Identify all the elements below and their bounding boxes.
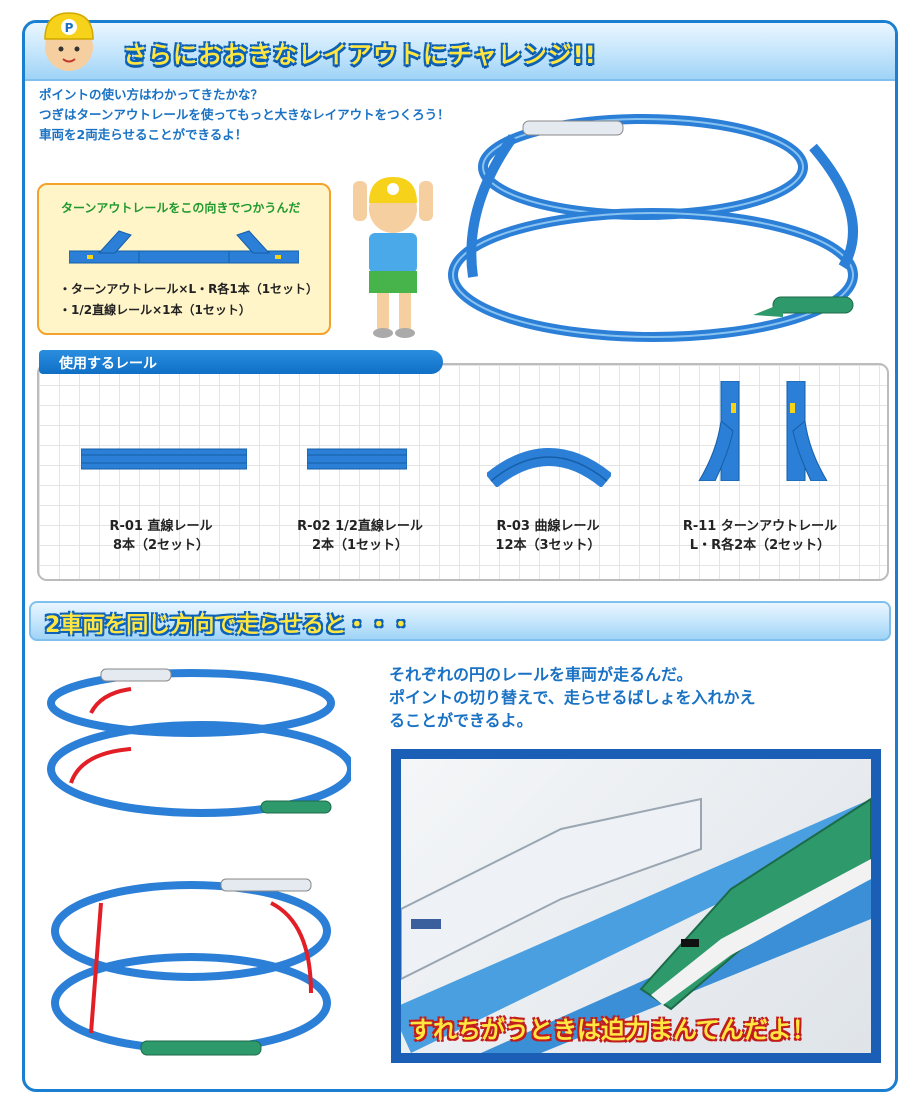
train-photo: すれちがうときは迫力まんてんだよ！	[391, 749, 881, 1063]
description: それぞれの円のレールを車両が走るんだ。 ポイントの切り替えで、走らせるばしょを入…	[389, 663, 889, 732]
banner-title: さらにおおきなレイアウトにチャレンジ!!	[123, 41, 597, 69]
white-train-icon	[220, 878, 312, 892]
list-item: ・1/2直線レール×1本（1セット）	[59, 303, 251, 317]
layout-diagram-a	[47, 668, 351, 817]
green-train-icon	[772, 296, 854, 314]
rail-item-curved: R-03 曲線レール 12本（3セット）	[463, 517, 633, 555]
rail-item-turnout: R-11 ターンアウトレール L・R各2本（2セット）	[647, 517, 873, 555]
photo-scene: すれちがうときは迫力まんてんだよ！	[401, 759, 871, 1053]
layout-diagram-b	[51, 878, 331, 1056]
rail-qty: 2本（1セット）	[311, 538, 409, 553]
bubble-list: ・ターンアウトレール×L・R各1本（1セット） ・1/2直線レール×1本（1セッ…	[59, 279, 318, 321]
half-straight-rail-icon	[307, 448, 407, 470]
straight-rail-icon	[81, 448, 247, 470]
turnout-rail-icon	[698, 381, 828, 481]
description-line: ポイントの切り替えで、走らせるばしょを入れかえ	[389, 688, 756, 707]
green-train-icon	[260, 800, 332, 814]
curved-rail-icon	[487, 448, 611, 487]
section2-title: 2車両を同じ方向で走らせると・・・	[45, 613, 412, 638]
rails-panel	[37, 363, 889, 581]
rail-name: R-11 ターンアウトレール	[682, 519, 838, 534]
rail-name: R-02 1/2直線レール	[297, 519, 423, 534]
white-train-icon	[522, 120, 624, 136]
rail-name: R-03 曲線レール	[496, 519, 600, 534]
photo-caption: すれちがうときは迫力まんてんだよ！	[409, 1016, 816, 1044]
rail-qty: 8本（2セット）	[112, 538, 210, 553]
green-train-icon	[140, 1040, 262, 1056]
description-line: ることができるよ。	[389, 711, 533, 730]
intro-line: つぎはターンアウトレールを使ってもっと大きなレイアウトをつくろう！	[39, 107, 450, 122]
section2-banner: 2車両を同じ方向で走らせると・・・	[29, 601, 891, 641]
white-train-icon	[100, 668, 172, 682]
rails-panel-header: 使用するレール	[39, 350, 443, 374]
rail-item-straight: R-01 直線レール 8本（2セット）	[71, 517, 251, 555]
layout-diagram-top	[448, 114, 858, 342]
rails-header-label: 使用するレール	[59, 356, 157, 372]
intro-line: 車両を2両走らせることができるよ！	[39, 127, 248, 142]
turnout-rails-illustration	[69, 230, 299, 264]
content-frame: さらにおおきなレイアウトにチャレンジ!! P ポイントの使い方はわかってきたかな…	[22, 12, 898, 1092]
trains-illustration	[401, 797, 871, 1053]
mascot-head-icon: P	[44, 12, 94, 71]
description-line: それぞれの円のレールを車両が走るんだ。	[389, 665, 693, 684]
mascot-figure-icon	[353, 177, 433, 338]
rail-qty: 12本（3セット）	[495, 538, 601, 553]
intro-text: ポイントの使い方はわかってきたかな？ つぎはターンアウトレールを使ってもっと大き…	[39, 85, 450, 145]
rail-name: R-01 直線レール	[109, 519, 213, 534]
list-item: ・ターンアウトレール×L・R各1本（1セット）	[59, 282, 319, 296]
rail-item-half-straight: R-02 1/2直線レール 2本（1セット）	[265, 517, 455, 555]
rail-qty: L・R各2本（2セット）	[689, 538, 831, 553]
header-banner: さらにおおきなレイアウトにチャレンジ!!	[25, 23, 895, 81]
bubble-title: ターンアウトレールをこの向きでつかうんだ	[61, 201, 301, 215]
mascot-cap-letter: P	[65, 21, 74, 35]
info-bubble: ターンアウトレールをこの向きでつかうんだ ・ターンアウトレール×L・R各1本（1…	[37, 183, 331, 335]
intro-line: ポイントの使い方はわかってきたかな？	[39, 87, 264, 102]
